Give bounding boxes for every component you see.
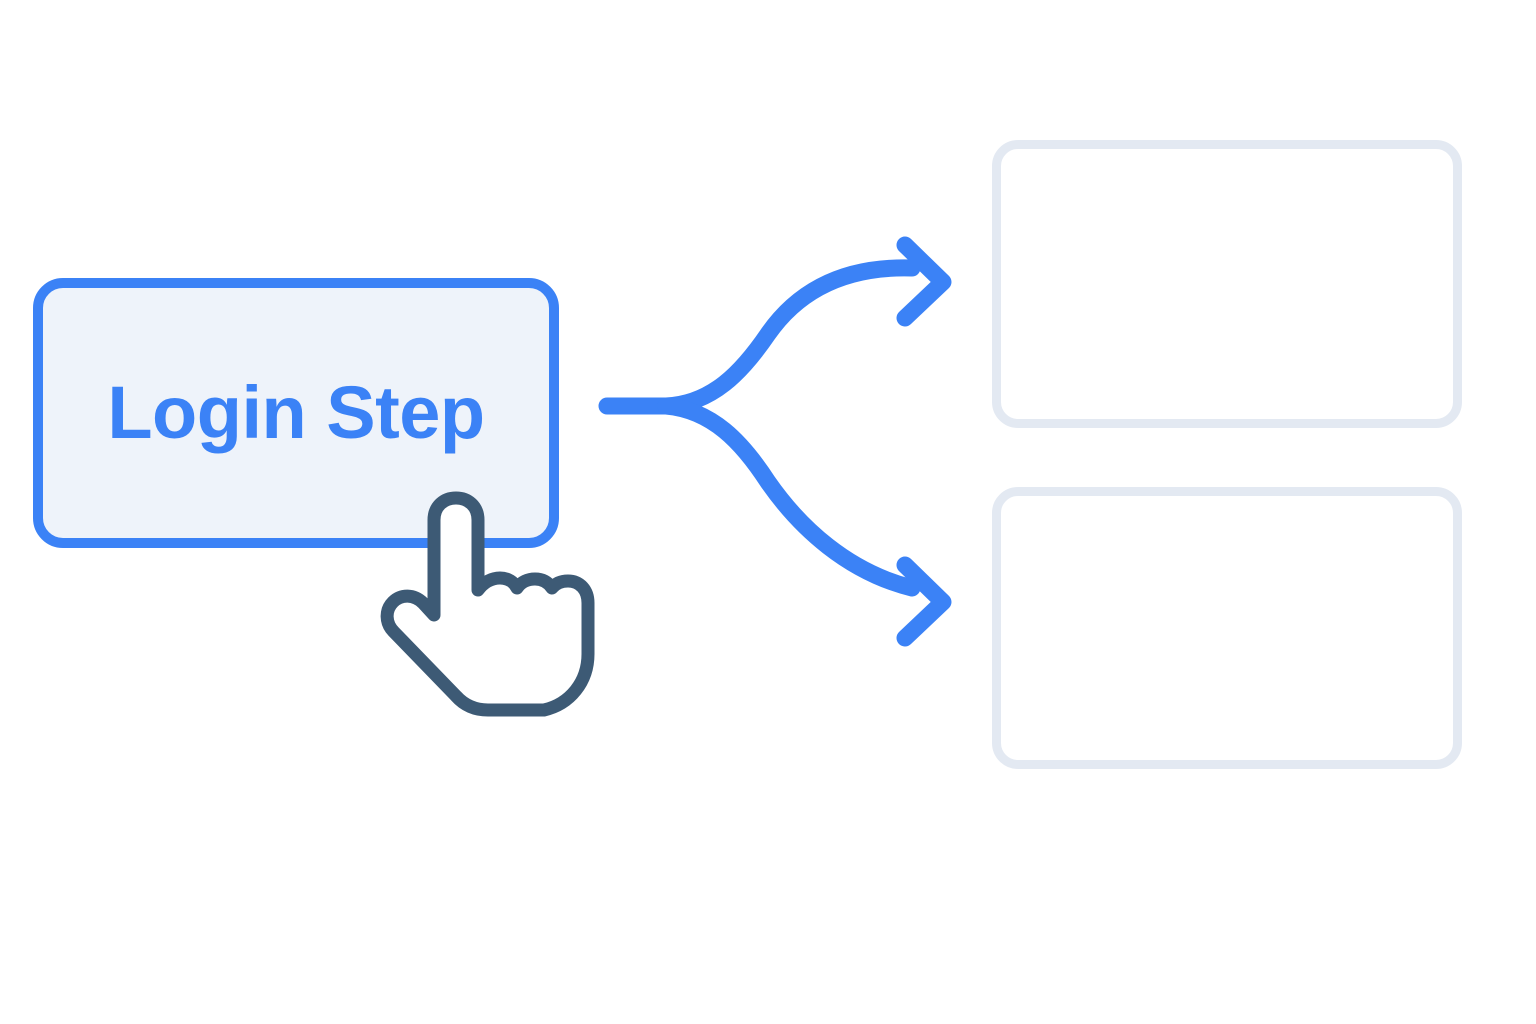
connector-branch-bottom [657,397,921,597]
arrowhead-bottom [896,556,952,647]
outcome-box-top[interactable] [992,140,1462,428]
login-step-button-label: Login Step [107,371,485,454]
outcome-box-bottom[interactable] [992,487,1462,769]
arrowhead-top [896,236,952,327]
pointing-hand-cursor-icon [380,491,595,717]
login-step-button[interactable]: Login Step [33,278,559,548]
hand-shape [380,491,595,717]
connector-branch-top [657,259,921,415]
